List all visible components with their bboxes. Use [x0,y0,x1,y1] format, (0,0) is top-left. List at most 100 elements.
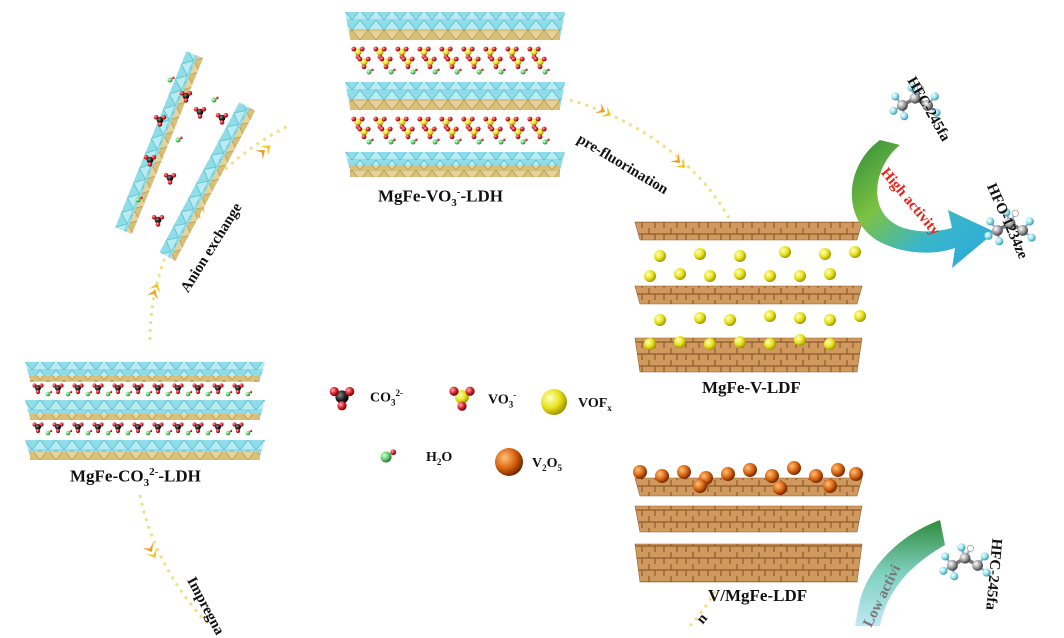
exchange-ion [151,214,165,227]
interlayer-h2o [432,138,440,145]
interlayer-h2o [105,429,113,436]
vofx-sphere [854,310,866,322]
label-sub: 3 [143,477,150,490]
interlayer-co3 [152,383,164,395]
v2o5-particle [633,465,647,479]
vofx-sphere [704,270,716,282]
label-part: MgFe-VO [378,186,452,206]
vofx-sphere [654,250,666,262]
interlayer-h2o [366,138,374,145]
path-impregnation [138,494,212,626]
interlayer-co3 [112,422,124,434]
interlayer-co3 [192,383,204,395]
legend-vo3-label: VO3- [488,390,516,409]
interlayer-vo3 [395,46,409,60]
interlayer-co3 [132,383,144,395]
interlayer-h2o [542,138,550,145]
interlayer-vo3 [505,46,519,60]
high-activity-arrow [851,140,995,268]
path-anion-exchange [148,123,291,341]
interlayer-vo3 [527,116,541,130]
interlayer-vo3 [423,126,437,140]
label-sub: 3 [451,197,457,210]
interlayer-h2o [520,138,528,145]
interlayer-h2o [542,68,550,75]
interlayer-h2o [165,429,173,436]
interlayer-h2o [498,68,506,75]
interlayer-vo3 [379,126,393,140]
vofx-sphere [674,336,686,348]
vofx-sphere [764,270,776,282]
vofx-sphere [694,312,706,324]
interlayer-h2o [245,429,253,436]
interlayer-vo3 [401,56,415,70]
interlayer-h2o [165,390,173,397]
v2o5-particle [693,479,707,493]
exchange-ion [167,76,175,83]
vofx-sphere [794,312,806,324]
interlayer-co3 [152,422,164,434]
v2o5-particle [655,469,669,483]
label-sup: - [456,186,461,198]
interlayer-h2o [65,429,73,436]
vofx-sphere [644,270,656,282]
interlayer-h2o [520,68,528,75]
legend-part: H [426,450,437,465]
v2o5-particle [809,469,823,483]
interlayer-vo3 [467,126,481,140]
interlayer-h2o [454,138,462,145]
interlayer-vo3 [533,56,547,70]
legend-part: O [441,450,453,465]
interlayer-co3 [232,383,244,395]
legend-part: V [532,456,543,471]
interlayer-vo3 [489,126,503,140]
interlayer-h2o [105,390,113,397]
exfoliated-layers [115,51,256,261]
interlayer-h2o [476,138,484,145]
interlayer-vo3 [395,116,409,130]
mgfe-vo3-ldh-structure [345,12,565,177]
legend-glyphs [329,386,567,476]
interlayer-vo3 [527,46,541,60]
v2o5-particle [787,461,801,475]
interlayer-vo3 [511,126,525,140]
interlayer-co3 [52,383,64,395]
interlayer-vo3 [445,56,459,70]
v-mgfe-ldf-structure [634,477,863,583]
interlayer-vo3 [505,116,519,130]
interlayer-vo3 [467,56,481,70]
legend-sub: 2 [436,456,442,467]
interlayer-co3 [232,422,244,434]
exchange-ion [193,106,207,119]
label-mgfe-vo3-ldh: MgFe-VO3--LDH [378,186,503,209]
interlayer-vo3 [351,46,365,60]
vofx-sphere [764,310,776,322]
interlayer-co3 [112,383,124,395]
exchange-ion [175,136,183,143]
vofx-sphere [819,248,831,260]
legend-sup: 2- [395,388,404,398]
mgfe-co3-ldh-structure [25,362,265,460]
interlayer-vo3 [439,46,453,60]
legend-part: CO [370,390,391,406]
vofx-sphere [794,270,806,282]
vofx-sphere [694,248,706,260]
interlayer-h2o [125,429,133,436]
label-part: -LDH [460,186,503,206]
exchange-ion [215,112,229,125]
interlayer-co3 [72,422,84,434]
low-activity-arrow [855,520,945,626]
interlayer-co3 [92,422,104,434]
vofx-sphere [704,338,716,350]
vofx-sphere-icon [541,389,567,415]
interlayer-h2o [225,429,233,436]
interlayer-h2o [410,138,418,145]
legend-sub: 3 [508,399,514,410]
legend-vofx-label: VOFx [578,396,612,413]
v2o5-sphere-icon [495,448,523,476]
path-pre-fluorination [569,98,732,221]
vofx-sphere [734,336,746,348]
interlayer-vo3 [417,116,431,130]
legend-h2o-label: H2O [426,450,452,467]
